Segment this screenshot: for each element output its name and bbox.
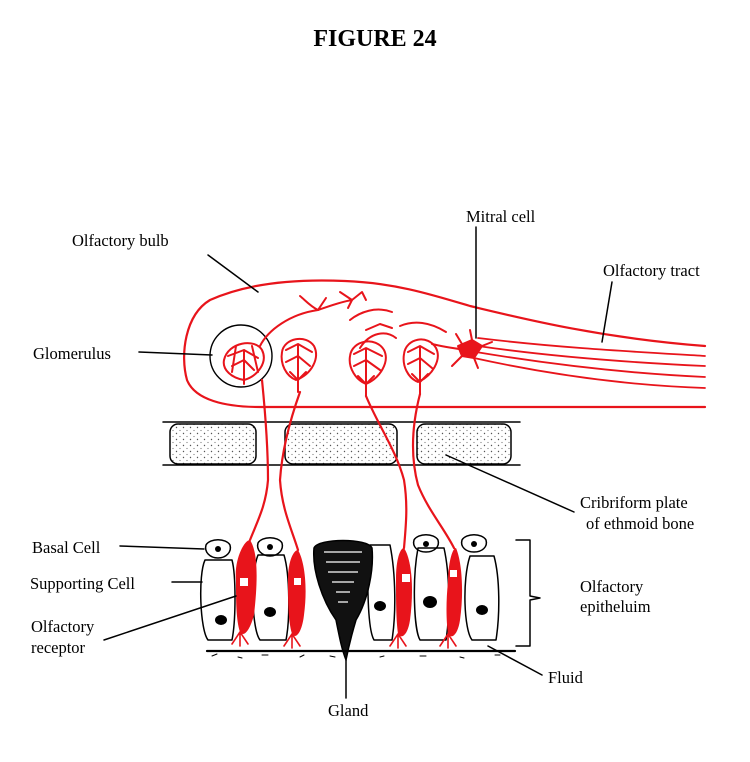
label-supporting-cell: Supporting Cell xyxy=(30,574,135,593)
cribriform-plate xyxy=(162,421,521,466)
label-gland: Gland xyxy=(328,701,369,720)
label-olfactory-tract: Olfactory tract xyxy=(603,261,700,280)
label-olfactory-epithelium-line1: Olfactory xyxy=(580,577,644,596)
leader-lines xyxy=(103,226,613,699)
label-basal-cell: Basal Cell xyxy=(32,538,101,557)
label-cribriform-plate-line1: Cribriform plate xyxy=(580,493,688,512)
label-mitral-cell: Mitral cell xyxy=(466,207,536,226)
label-olfactory-receptor-line2: receptor xyxy=(31,638,86,657)
glomerulus-circle xyxy=(209,324,273,388)
label-cribriform-plate-line2: of ethmoid bone xyxy=(586,514,694,533)
olfactory-epithelium xyxy=(199,534,517,663)
label-fluid: Fluid xyxy=(548,668,584,687)
mitral-cells xyxy=(259,291,493,369)
label-glomerulus: Glomerulus xyxy=(33,344,111,363)
label-olfactory-bulb: Olfactory bulb xyxy=(72,231,169,250)
olfactory-bulb-outline xyxy=(183,279,707,409)
olfactory-axons xyxy=(248,378,456,552)
glomeruli xyxy=(222,337,439,397)
figure-title: FIGURE 24 xyxy=(313,26,437,52)
epithelium-bracket xyxy=(515,539,541,647)
label-olfactory-epithelium-line2: epitheluim xyxy=(580,597,651,616)
label-olfactory-receptor-line1: Olfactory xyxy=(31,617,95,636)
